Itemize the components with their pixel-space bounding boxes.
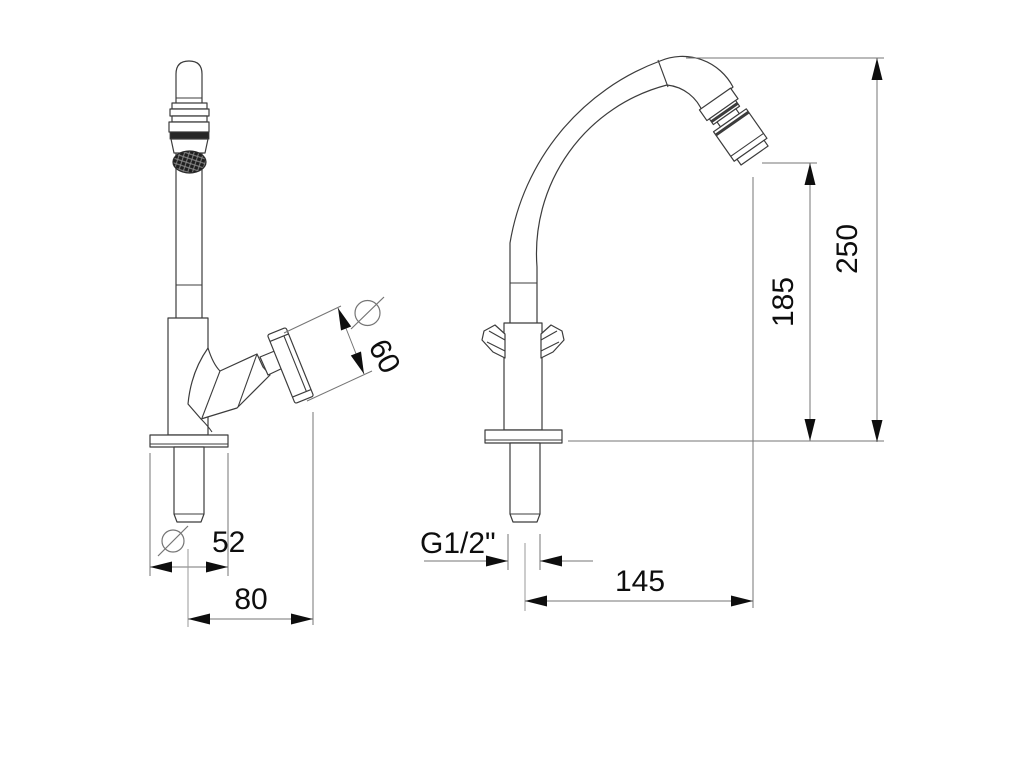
arrowhead [188,613,210,625]
arrowhead [540,555,562,567]
cross-handle [267,327,314,404]
dim-spout-reach: 145 [524,177,754,611]
arrowhead [731,595,753,607]
arrowhead [206,561,228,573]
arrowhead [525,595,547,607]
dim-thread-size-label: G1/2" [420,527,496,560]
side-view [481,55,769,523]
dim-thread-size: G1/2" [420,527,593,570]
dim-outlet-height-label: 185 [767,277,800,327]
front-inlet-shank [173,446,205,523]
dim-handle-offset: 80 [187,412,314,627]
arrowhead [871,58,883,80]
arrowhead [338,308,352,331]
dim-spout-reach-label: 145 [615,565,665,598]
handle-wing-right [540,324,565,359]
arrowhead [804,419,816,441]
aerator-mesh [172,150,207,174]
front-aerator-assembly [168,102,210,174]
aerator-dark-ring [169,131,210,140]
front-valve-assembly [187,327,314,433]
front-base-flange [149,434,229,448]
dim-overall-height-label: 250 [831,224,864,274]
front-view [149,60,314,523]
side-aerator-assembly [698,87,769,166]
handle-wing-left [481,324,506,359]
arrowhead [871,420,883,442]
arrowhead [350,351,364,374]
arrowhead [291,613,313,625]
dim-base-diameter-label: 52 [212,526,245,559]
side-inlet-shank [509,442,541,523]
arrowhead [150,561,172,573]
dim-outlet-height: 185 [762,162,817,441]
diameter-symbol [157,525,189,557]
side-handle-wings [481,324,565,359]
dim-base-diameter: 52 [149,453,245,576]
arrowhead [804,163,816,185]
side-gooseneck-spout [509,55,734,336]
dim-handle-offset-label: 80 [234,583,267,616]
front-spout-tube [175,60,203,331]
side-body [503,322,543,431]
dim-overall-height: 250 [568,57,884,442]
arrowhead [486,555,508,567]
diameter-symbol [350,296,385,330]
side-base-flange [484,429,563,444]
